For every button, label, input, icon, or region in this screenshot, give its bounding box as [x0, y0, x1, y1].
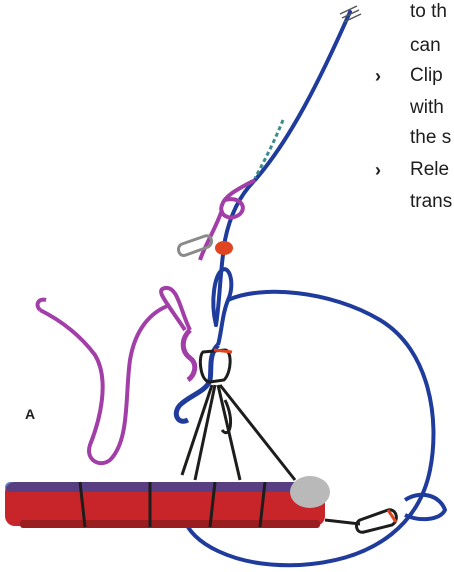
- stretcher-tether: [325, 520, 360, 524]
- right-carabiner-icon: [357, 510, 397, 532]
- purple-rope-tail: [38, 300, 46, 310]
- text-line-5: the s: [410, 128, 451, 148]
- red-stretcher: [5, 476, 330, 528]
- figure-label: A: [25, 406, 35, 422]
- purple-loose-rope: [40, 305, 170, 463]
- bullet-icon: ›: [375, 160, 381, 180]
- blue-right-knot: [405, 495, 445, 519]
- orange-device: [215, 241, 233, 255]
- text-line-4: with: [410, 98, 444, 118]
- main-blue-rope: [216, 12, 350, 325]
- text-line-7: trans: [410, 192, 452, 212]
- text-line-2: can: [410, 36, 441, 56]
- text-line-1: to th: [410, 2, 447, 22]
- text-line-3: Clip: [410, 66, 443, 86]
- purple-knot-stack: [183, 330, 195, 380]
- rope-end-marker: [340, 6, 361, 22]
- text-line-6: Rele: [410, 160, 449, 180]
- bridle-straps: [182, 385, 295, 480]
- bullet-icon: ›: [375, 66, 381, 86]
- junction-carabiner-icon: [200, 350, 232, 382]
